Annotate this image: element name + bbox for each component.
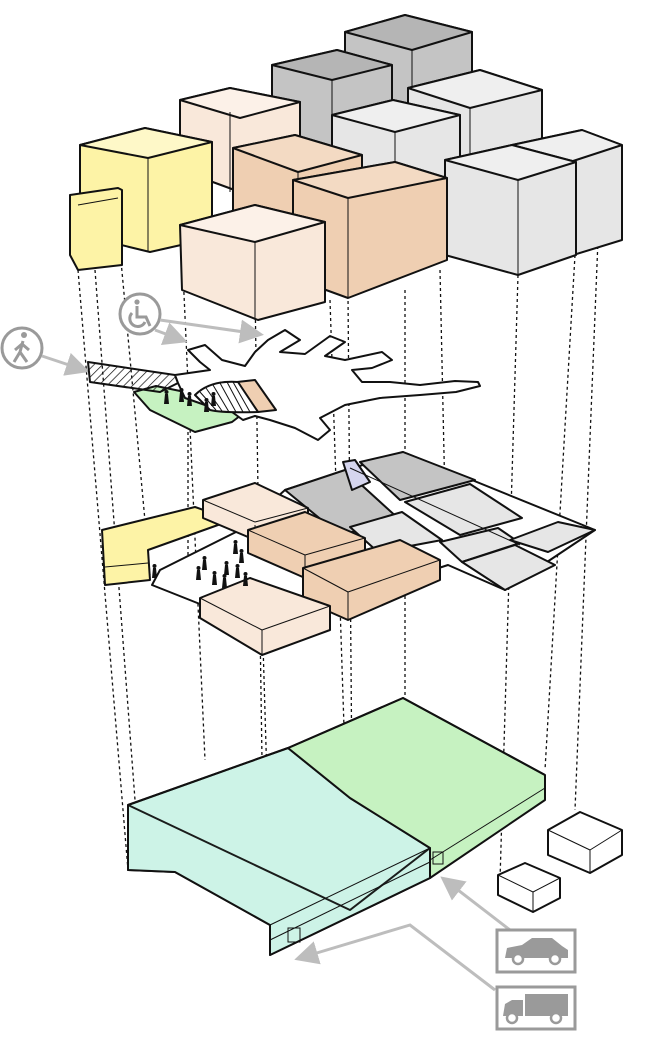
wheelchair-arrow-2 — [154, 322, 188, 346]
underground-parking-layer — [127, 697, 546, 956]
truck-arrow — [294, 923, 496, 992]
car-icon — [495, 928, 577, 974]
plaza-peach-block-2 — [199, 577, 331, 656]
people-walkway — [164, 388, 216, 412]
yellow-block-small — [69, 187, 123, 271]
ground-plaza-layer — [101, 451, 596, 656]
peach-block-front — [179, 204, 326, 321]
service-box-large — [547, 811, 623, 874]
yellow-plaza-block — [101, 506, 233, 586]
truck-icon — [495, 985, 577, 1031]
wheelchair-arrow-1 — [159, 318, 264, 344]
light-grey-block-4 — [444, 144, 577, 276]
pedestrian-icon — [0, 326, 44, 370]
pedestrian-walkway-layer — [87, 329, 481, 441]
car-arrow — [440, 876, 511, 932]
service-box-small — [497, 862, 561, 913]
people-plaza — [152, 540, 248, 588]
tan-block-front — [292, 161, 448, 299]
wheelchair-icon — [118, 292, 162, 336]
pedestrian-arrow — [41, 352, 90, 376]
building-massing-layer — [69, 14, 623, 321]
